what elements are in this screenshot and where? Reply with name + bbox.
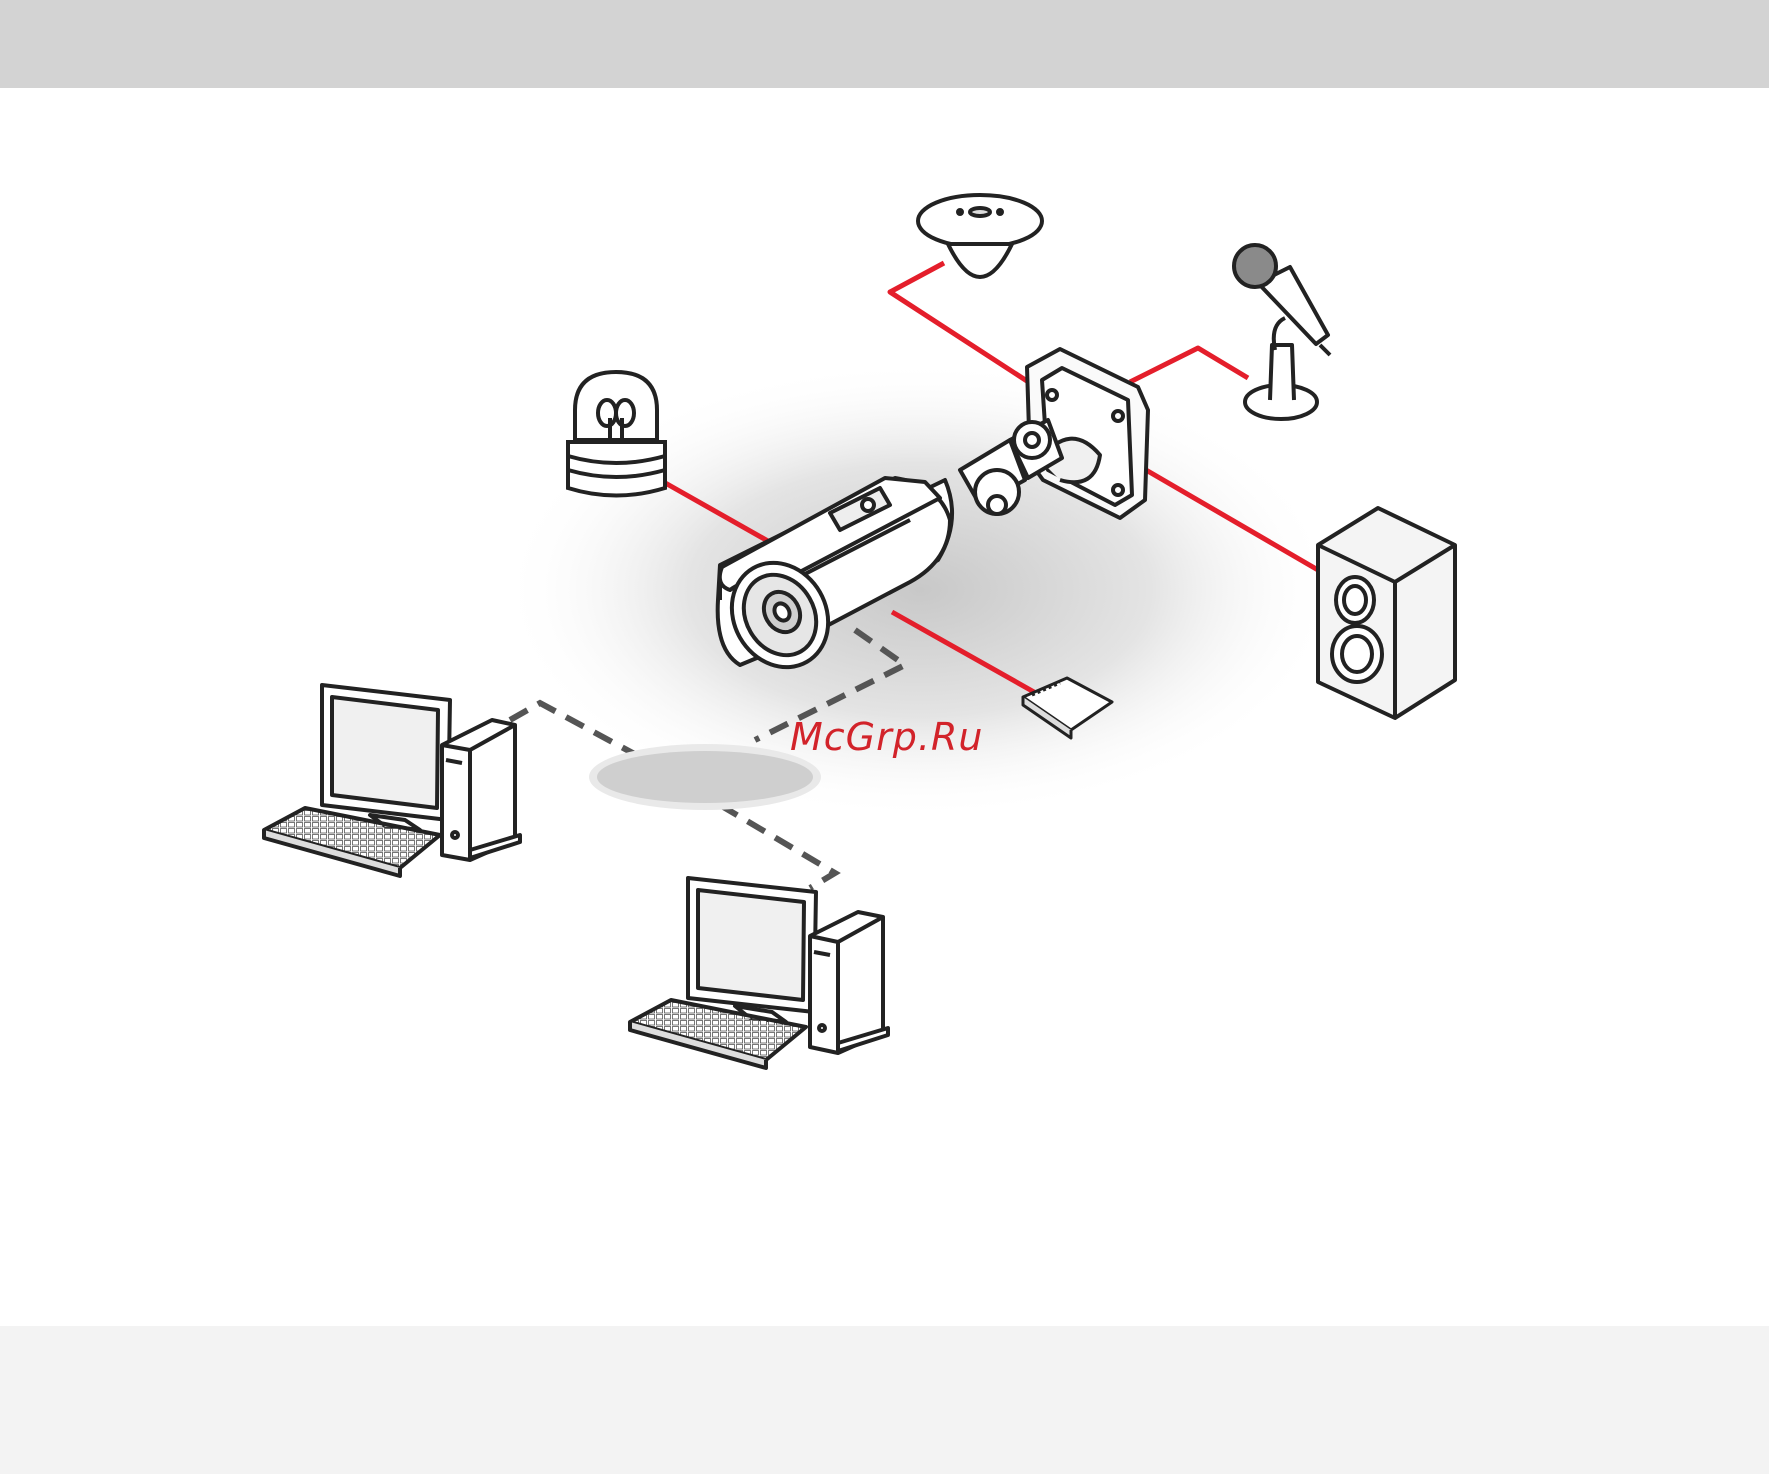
pc-2 [630, 878, 888, 1068]
speaker [1318, 508, 1455, 718]
alarm-light-icon [568, 372, 665, 496]
network-hub [589, 744, 821, 810]
wire-microphone [1130, 348, 1248, 382]
alarm-light [568, 372, 665, 496]
watermark-text: McGrp.Ru [790, 715, 983, 759]
microphone-icon [1234, 245, 1330, 419]
microphone [1234, 245, 1330, 419]
desktop-computer-icon [630, 878, 888, 1068]
speaker-icon [1318, 508, 1455, 718]
desktop-computer-icon [264, 685, 520, 876]
pc-1 [264, 685, 520, 876]
